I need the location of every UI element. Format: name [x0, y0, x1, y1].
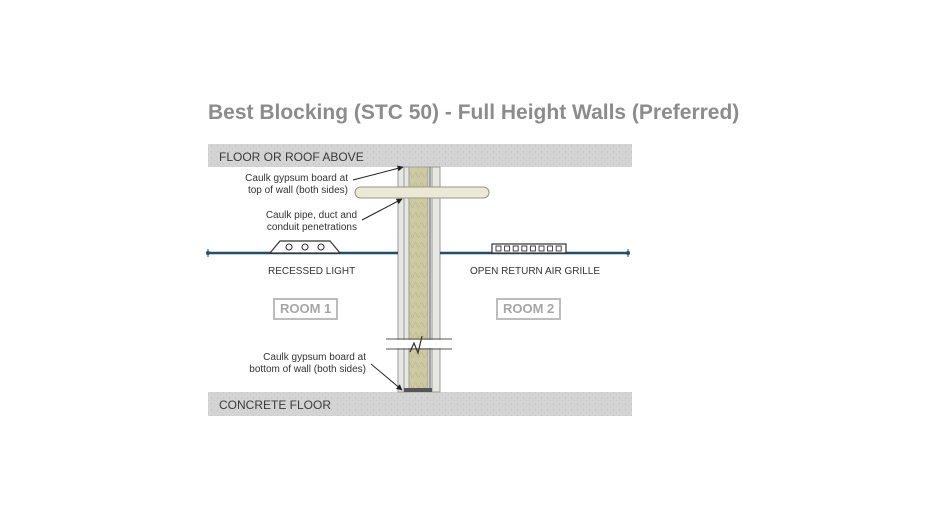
callout-caulk-pipe: Caulk pipe, duct and conduit penetration… — [265, 210, 357, 233]
grille-slot — [529, 245, 536, 252]
callout-caulk-top: Caulk gypsum board at top of wall (both … — [245, 173, 348, 196]
leader-caulk-bottom — [370, 363, 403, 391]
return-grille-label: OPEN RETURN AIR GRILLE — [470, 266, 601, 277]
wall-assembly — [385, 166, 453, 393]
concrete-floor-label: CONCRETE FLOOR — [219, 398, 332, 412]
wall-break-symbol — [409, 335, 423, 355]
grille-slot — [547, 245, 554, 252]
grille-slot — [504, 245, 511, 252]
pipe-penetration — [354, 186, 490, 199]
callout-caulk-bottom: Caulk gypsum board at bottom of wall (bo… — [249, 352, 366, 375]
gypsum-board-left-inner — [403, 166, 410, 393]
diagram-title: Best Blocking (STC 50) - Full Height Wal… — [208, 101, 740, 124]
leader-caulk-pipe — [361, 198, 403, 221]
slab-above-label: FLOOR OR ROOF ABOVE — [219, 150, 364, 164]
return-air-grille — [491, 243, 567, 254]
concrete-floor-slab — [208, 392, 632, 416]
grille-slot — [495, 245, 502, 252]
wall-break-gap — [385, 340, 453, 348]
recessed-light-label: RECESSED LIGHT — [268, 266, 356, 277]
grille-slot — [555, 245, 562, 252]
leader-caulk-top — [352, 165, 404, 181]
bottom-track — [404, 388, 432, 392]
grille-slot — [512, 245, 519, 252]
room-2-label: ROOM 2 — [496, 298, 562, 320]
slab-above — [208, 144, 632, 167]
gypsum-board-right — [431, 166, 441, 393]
recessed-light-fixture — [268, 240, 342, 254]
grille-slot — [538, 245, 545, 252]
grille-slot — [521, 245, 528, 252]
insulation — [408, 166, 429, 393]
room-1-label: ROOM 1 — [273, 298, 339, 320]
